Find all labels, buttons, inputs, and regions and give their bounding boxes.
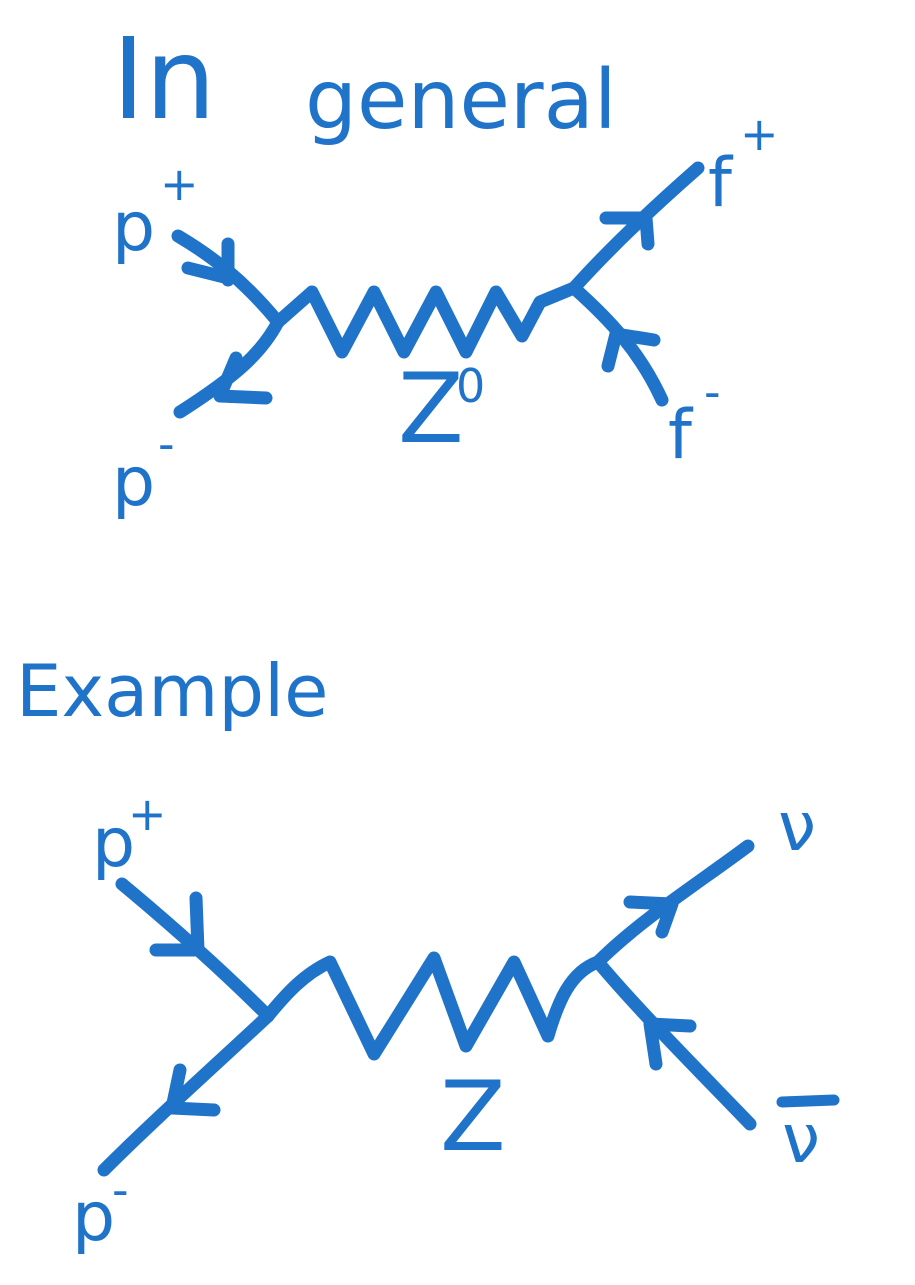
- general-p-minus-charge: -: [158, 417, 175, 471]
- example-diagram: Example p + p - Z ν ν: [16, 649, 840, 1257]
- example-boson-label: Z: [440, 1061, 506, 1173]
- general-p-minus-label: p: [112, 443, 155, 522]
- general-f-plus-charge: +: [740, 107, 779, 161]
- example-outgoing-top-arrow: [623, 895, 679, 939]
- general-incoming-bottom-arrow: [213, 351, 273, 405]
- example-incoming-bottom-arrow: [165, 1063, 221, 1117]
- general-title-main: In: [112, 15, 216, 145]
- general-f-minus-label: f: [668, 396, 694, 475]
- example-nu-bar-overline: [776, 1094, 840, 1108]
- general-diagram: In general p + p - Z 0 f + f -: [112, 15, 779, 522]
- general-incoming-bottom-line: [173, 315, 285, 419]
- example-outgoing-bottom-arrow: [643, 1017, 697, 1071]
- example-outgoing-bottom-line: [591, 955, 757, 1131]
- example-p-plus-label: p: [92, 804, 135, 883]
- general-outgoing-bottom-arrow: [601, 327, 661, 373]
- general-outgoing-top-arrow: [599, 211, 655, 251]
- general-f-minus-charge: -: [704, 365, 721, 419]
- example-incoming-bottom-line: [97, 1009, 275, 1177]
- example-p-minus-label: p: [72, 1178, 115, 1257]
- general-p-plus-charge: +: [160, 157, 199, 211]
- example-nu-bar-label: ν: [782, 1100, 820, 1179]
- general-incoming-top-arrow: [181, 237, 235, 287]
- general-boson-superscript: 0: [456, 359, 485, 413]
- general-f-plus-label: f: [708, 144, 734, 223]
- general-title-rest: general: [305, 53, 617, 148]
- example-p-plus-charge: +: [128, 787, 167, 841]
- general-p-plus-label: p: [112, 188, 155, 267]
- general-boson-label: Z: [398, 353, 464, 465]
- example-nu-label: ν: [778, 788, 816, 867]
- example-title: Example: [16, 649, 328, 733]
- example-p-minus-charge: -: [112, 1163, 129, 1217]
- example-incoming-top-arrow: [149, 891, 205, 957]
- general-z-boson-propagator: [271, 281, 581, 359]
- general-outgoing-top-line: [567, 161, 705, 295]
- example-z-boson-propagator: [261, 951, 605, 1061]
